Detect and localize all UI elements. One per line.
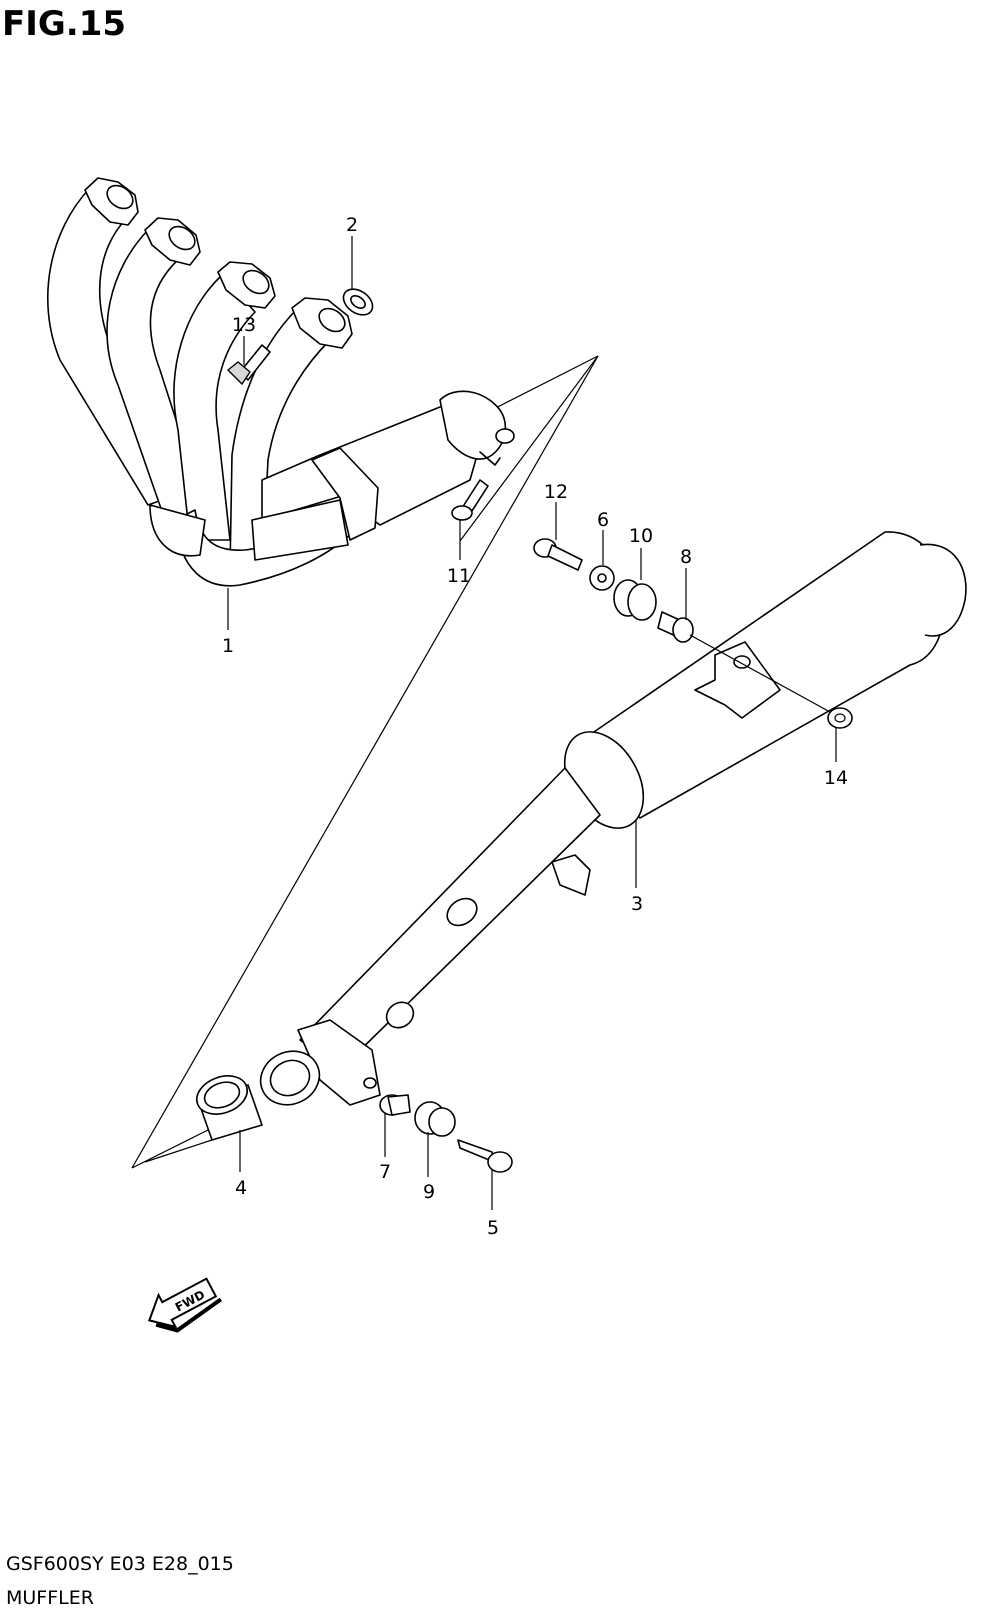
upper-mount-nut xyxy=(827,707,853,729)
part-number-9: 9 xyxy=(423,1181,435,1203)
leader-lines xyxy=(227,236,837,1210)
part-number-12: 12 xyxy=(544,481,568,503)
part-number-11: 11 xyxy=(447,565,471,587)
gasket xyxy=(342,288,374,316)
upper-mount-washer xyxy=(589,565,615,591)
muffler xyxy=(259,531,967,1106)
part-number-13: 13 xyxy=(232,314,256,336)
exhaust-header-pipes xyxy=(47,177,515,587)
part-number-2: 2 xyxy=(346,214,358,236)
model-code: GSF600SY E03 E28_015 xyxy=(6,1553,234,1575)
part-number-5: 5 xyxy=(487,1217,499,1239)
part-number-7: 7 xyxy=(379,1161,391,1183)
lower-mount-collar xyxy=(379,1094,411,1116)
stud-bolt xyxy=(226,344,271,386)
assembly-axis-lines xyxy=(144,634,831,1163)
lower-mount-cushion xyxy=(414,1101,456,1137)
part-number-labels: 1 2 3 4 5 6 7 8 9 10 11 12 13 14 xyxy=(222,214,848,1239)
part-number-3: 3 xyxy=(631,893,643,915)
part-number-6: 6 xyxy=(597,509,609,531)
connector-sleeve xyxy=(196,1075,263,1141)
part-number-1: 1 xyxy=(222,635,234,657)
part-number-4: 4 xyxy=(235,1177,247,1199)
header-bolt xyxy=(451,479,489,521)
part-number-10: 10 xyxy=(629,525,653,547)
part-number-8: 8 xyxy=(680,546,692,568)
figure-title: FIG.15 xyxy=(2,4,127,44)
fwd-arrow-icon: FWD xyxy=(148,1277,222,1333)
part-number-14: 14 xyxy=(824,767,848,789)
section-name: MUFFLER xyxy=(6,1587,94,1609)
upper-mount-collar xyxy=(657,611,694,643)
lower-mount-bolt xyxy=(457,1139,513,1173)
upper-mount-bolt xyxy=(533,538,583,571)
upper-mount-cushion xyxy=(613,579,657,621)
